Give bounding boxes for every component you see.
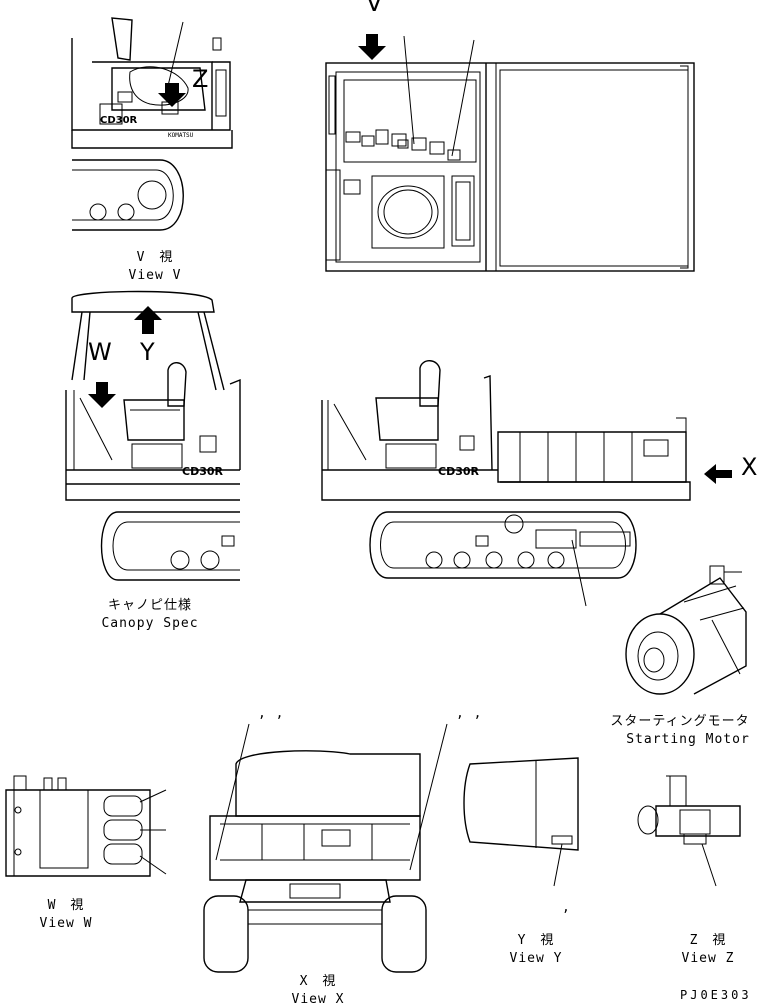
- view-w-drawing: [5, 775, 167, 877]
- brand-mark-topleft: KOMATSU: [168, 132, 194, 139]
- view-w-en-label: View W: [39, 916, 93, 931]
- view-z-jp-label: Z 視: [689, 933, 727, 948]
- callout-letter-z: Z: [192, 65, 209, 93]
- view-z-drawing: [637, 775, 741, 887]
- canopy-spec-en-label: Canopy Spec: [101, 616, 199, 631]
- canopy-spec-view: CD30R: [65, 290, 241, 581]
- svg-text:CD30R: CD30R: [182, 465, 224, 478]
- view-y-drawing: [463, 757, 579, 887]
- callout-letter-v: V: [366, 0, 383, 17]
- callout-comma-y: ,: [562, 900, 571, 915]
- view-y-jp-label: Y 視: [517, 933, 555, 948]
- callout-commas-right: , ,: [456, 706, 483, 721]
- view-v-en-label: View V: [128, 268, 182, 283]
- callout-letter-w: W: [88, 338, 112, 366]
- starting-motor-en-label: Starting Motor: [626, 732, 750, 747]
- svg-text:CD30R: CD30R: [438, 465, 480, 478]
- view-v-jp-label: V 視: [136, 250, 174, 265]
- view-x-jp-label: X 視: [299, 974, 337, 989]
- view-x-drawing: [203, 723, 448, 973]
- starting-motor-jp-label: スターティングモータ: [610, 714, 750, 729]
- starting-motor-drawing: [625, 565, 747, 695]
- view-x-en-label: View X: [291, 992, 345, 1007]
- model-badge-topleft: CD30R: [100, 115, 138, 126]
- callout-letter-y: Y: [140, 338, 155, 366]
- top-left-machine-view: CD30R: [71, 17, 233, 231]
- callout-commas-left: , ,: [258, 706, 285, 721]
- drawing-code: PJ0E303: [680, 988, 752, 1002]
- view-y-en-label: View Y: [509, 951, 563, 966]
- callout-letter-x: X: [741, 453, 758, 481]
- view-z-en-label: View Z: [681, 951, 735, 966]
- canopy-spec-jp-label: キャノピ仕様: [107, 598, 193, 613]
- dump-side-view: CD30R: [321, 360, 732, 607]
- view-w-jp-label: W 視: [47, 898, 85, 913]
- top-right-plan-view: [325, 34, 695, 272]
